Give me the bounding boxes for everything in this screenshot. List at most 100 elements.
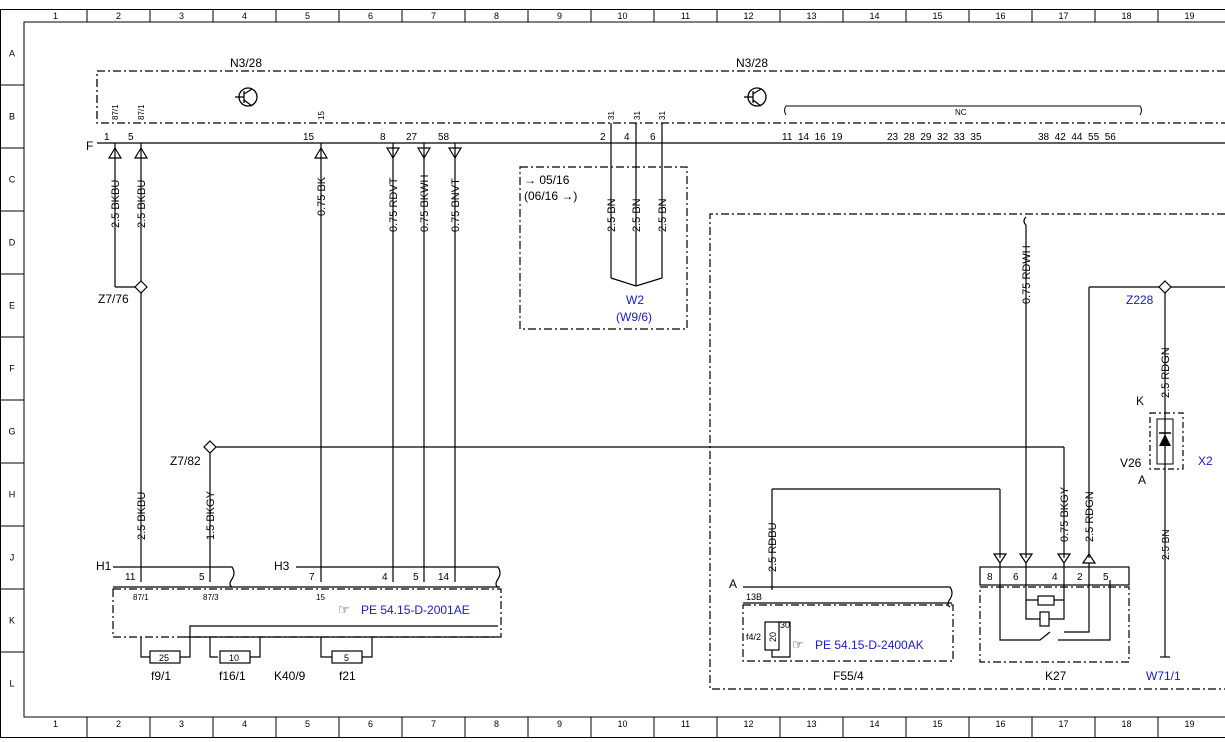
grid-row-label: G [8,427,15,437]
wire-label: 2.5 BN [606,198,618,232]
grid-col-label: 1 [53,11,58,21]
h3-pin-5: 5 [413,572,419,583]
wire-label: 0.75 BKWH [419,174,431,232]
connector-a: A [729,577,737,591]
nc-pins: 11 14 16 19 [782,132,843,143]
grid-col-label: 17 [1058,719,1068,729]
nc-pins-2: 23 28 29 32 33 35 [887,132,982,143]
grid-col-label: 9 [557,719,562,729]
grid-row-label: K [9,616,15,626]
grid-row-label: F [9,364,15,374]
grid-col-label: 5 [305,719,310,729]
nc-bracket [784,105,1142,116]
wire-label: 2.5 BN [631,198,643,232]
term-15: 15 [316,593,325,602]
grid-row-label: E [9,301,15,311]
pin-15: 15 [303,132,315,143]
grid-col-label: 7 [431,11,436,21]
k27-pin-5: 5 [1103,572,1109,583]
version-line-1: → 05/16 [524,173,570,187]
grid-row-label: J [10,553,15,563]
grid-col-label: 6 [368,719,373,729]
hand-icon: ☞ [792,637,804,652]
pin-6: 6 [650,132,656,143]
fuse-f21-value: 5 [344,653,349,663]
pin-58: 58 [438,132,450,143]
grid-col-label: 11 [681,11,690,21]
f55-pin-13b: 13B [746,592,762,602]
grid-col-label: 2 [116,11,121,21]
ref-pe-2400ak[interactable]: PE 54.15-D-2400AK [815,638,924,652]
grid-col-label: 12 [743,11,753,21]
right-region-box [709,213,1225,690]
grid-col-label: 8 [494,719,499,729]
grid-col-label: 16 [995,719,1005,729]
nc-label: NC [955,108,967,117]
transistor-icon [235,87,258,107]
diode-k: K [1136,394,1144,408]
grid-col-label: 15 [932,719,942,729]
fuse-f9-1-label: f9/1 [151,669,171,683]
grid-col-label: 18 [1121,11,1131,21]
ref-pe-2001ae[interactable]: PE 54.15-D-2001AE [361,603,470,617]
connector-h1: H1 [96,559,112,573]
hand-icon: ☞ [338,602,350,617]
grid-col-label: 18 [1121,719,1131,729]
pin-87-1-b: 87/1 [137,104,146,120]
grid-col-label: 15 [932,11,942,21]
pin-5: 5 [128,132,134,143]
grid-col-label: 11 [681,719,690,729]
arrow-markers [107,146,1097,565]
k27-relay-block [979,563,1130,663]
wire-label: 2.5 BKBU [136,180,148,228]
frame-inner [23,21,1225,718]
h3-pin-7: 7 [309,572,315,583]
pin-2: 2 [600,132,606,143]
wire-label: 0.75 RDWH [1021,245,1033,304]
f55-pin-30: 30 [780,620,790,630]
node-z7-82: Z7/82 [170,454,201,468]
wire-label: 2.5 BKBU [110,180,122,228]
k27-pin-6: 6 [1013,572,1019,583]
k27-pin-2: 2 [1077,572,1083,583]
grid-row-label: D [9,238,16,248]
wire-label: 2.5 RDBU [767,522,779,572]
wire-label: 2.5 RDGN [1160,347,1172,398]
wire-label: 2.5 BN [1161,529,1172,560]
fuse-f21-label: f21 [339,669,356,683]
module-k40-9-label: K40/9 [274,669,306,683]
ground-w9-6: (W9/6) [616,310,652,324]
diode-a: A [1138,473,1146,487]
pin-31-c: 31 [658,111,667,120]
fuse-wires [140,625,498,658]
grid-col-label: 6 [368,11,373,21]
grid-col-label: 10 [617,719,627,729]
grid-col-label: 14 [869,11,879,21]
connector-x2: X2 [1198,454,1213,468]
pin-15-top: 15 [317,111,326,120]
h3-pin-14: 14 [438,572,450,583]
fuse-f9-1 [149,650,181,664]
grid-col-label: 5 [305,11,310,21]
fuse-f16-1-value: 10 [229,653,239,663]
pin-31-b: 31 [633,111,642,120]
k27-pin-8: 8 [987,572,993,583]
grid-col-label: 13 [806,719,816,729]
wire-break-icon [1023,216,1027,226]
k27-pin-4: 4 [1052,572,1058,583]
grid-row-label: B [9,112,15,122]
grid-col-label: 12 [743,719,753,729]
grid-row-label: H [9,490,16,500]
h3-pin-4: 4 [382,572,388,583]
wire-label: 2.5 BKBU [136,492,148,540]
grid-col-label: 4 [242,719,247,729]
f55-f4-2: f4/2 [746,632,761,642]
pin-1: 1 [104,132,110,143]
n3-28-label-right: N3/28 [736,56,768,70]
wire-label: 2.5 RDGN [1084,491,1096,542]
wire-lines [114,123,1225,658]
h1-pin-5: 5 [199,572,205,583]
wire-label: 1.5 BKGY [205,490,217,540]
grid-col-label: 3 [179,11,184,21]
fuse-f16-1 [219,650,251,664]
